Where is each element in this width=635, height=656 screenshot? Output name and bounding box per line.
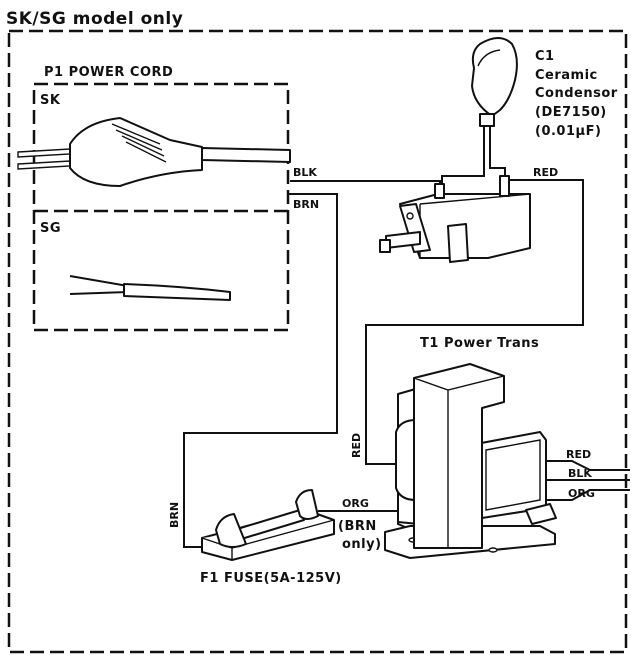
wire-brn	[183, 193, 338, 548]
capacitor-label-2: Ceramic	[535, 68, 598, 83]
wire-blk-top	[290, 180, 441, 188]
power-switch	[379, 175, 531, 263]
transformer-t1: T1 Power Trans	[384, 336, 557, 559]
variant-sk-label: SK	[40, 93, 61, 108]
capacitor-label-1: C1	[535, 49, 555, 64]
wire-label-org-fuse: ORG	[342, 497, 369, 510]
power-cord-box	[32, 82, 290, 332]
power-cord-group: P1 POWER CORD SK SG	[17, 65, 291, 332]
sk-plug	[17, 117, 291, 187]
wire-label-red-vertical: RED	[350, 433, 363, 458]
brn-only-note-2: only)	[342, 537, 382, 552]
power-cord-title: P1 POWER CORD	[44, 65, 173, 80]
outer-boundary	[7, 29, 628, 654]
fuse-title: F1 FUSE(5A-125V)	[200, 571, 342, 586]
fuse-f1: F1 FUSE(5A-125V)	[200, 489, 342, 586]
sg-cord	[69, 275, 231, 301]
wire-label-red-out: RED	[566, 448, 591, 461]
capacitor-label-5: (0.01μF)	[535, 124, 601, 139]
wire-labels: BLK RED BRN RED BRN ORG RED BLK ORG	[168, 166, 595, 528]
wire-label-blk-top: BLK	[293, 166, 317, 179]
transformer-title: T1 Power Trans	[420, 336, 539, 351]
wire-label-brn-vertical: BRN	[168, 502, 181, 528]
wire-label-brn-top: BRN	[293, 198, 319, 211]
wire-label-blk-out: BLK	[568, 467, 592, 480]
wire-label-red-top: RED	[533, 166, 558, 179]
wire-red-top	[365, 179, 584, 465]
wiring	[183, 179, 630, 548]
brn-only-note-1: (BRN	[338, 519, 377, 534]
wire-label-org-out: ORG	[568, 487, 595, 500]
capacitor-label-4: (DE7150)	[535, 105, 607, 120]
diagram-header: SK/SG model only	[6, 9, 183, 29]
capacitor-label-3: Condensor	[535, 86, 618, 101]
capacitor-c1: C1 Ceramic Condensor (DE7150) (0.01μF)	[441, 37, 618, 188]
variant-sg-label: SG	[40, 221, 61, 236]
